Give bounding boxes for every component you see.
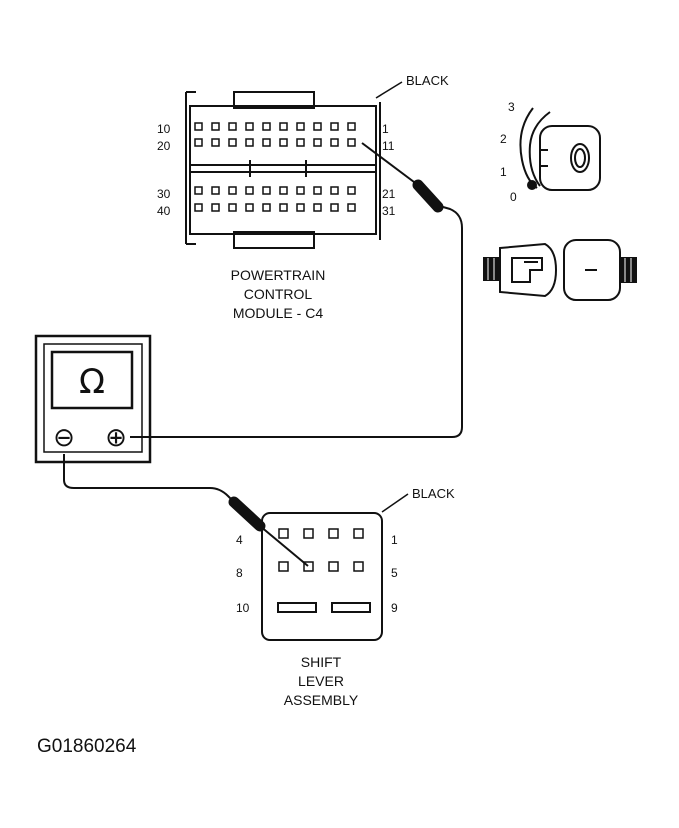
negative-test-lead-wire [63, 454, 237, 505]
ignition-pos-2: 2 [500, 132, 507, 146]
shift-lever-connector [261, 512, 383, 641]
pcm-pin-cavity [211, 186, 220, 195]
pcm-pin-cavity [279, 138, 288, 147]
disconnected-connector-icon [483, 239, 637, 301]
pcm-pin-cavity [313, 203, 322, 212]
shift-pin-label-5: 5 [391, 566, 398, 580]
pcm-pin-cavity [211, 138, 220, 147]
pcm-pin-cavity [228, 122, 237, 131]
shift-color-leader [381, 493, 409, 513]
pcm-pin-cavity [279, 203, 288, 212]
pcm-pin-cavity [211, 122, 220, 131]
shift-pin-cavity [278, 528, 289, 539]
ignition-pos-3: 3 [508, 100, 515, 114]
shift-pin-label-9: 9 [391, 601, 398, 615]
pcm-pin-cavity [313, 186, 322, 195]
pcm-pin-cavity [194, 186, 203, 195]
pcm-pin-cavity [330, 186, 339, 195]
pcm-pin-cavity [262, 138, 271, 147]
pcm-pin-label-31: 31 [382, 204, 396, 218]
pcm-pin-cavity [296, 186, 305, 195]
pcm-pin-cavity [245, 122, 254, 131]
shift-pin-cavity [353, 561, 364, 572]
pcm-pin-cavity [245, 138, 254, 147]
positive-test-lead-wire [130, 204, 463, 438]
pcm-pin-cavity [245, 186, 254, 195]
pcm-pin-cavity [262, 186, 271, 195]
shift-pin-cavity [303, 528, 314, 539]
pcm-pin-cavity [313, 122, 322, 131]
pcm-pin-cavity [347, 138, 356, 147]
pcm-pin-cavity [228, 138, 237, 147]
pcm-pin-cavity [330, 138, 339, 147]
shift-pin-cavity [278, 561, 289, 572]
pcm-pin-cavity [262, 203, 271, 212]
shift-pin-cavity [328, 561, 339, 572]
shift-pin-label-8: 8 [236, 566, 243, 580]
pcm-pin-cavity [211, 203, 220, 212]
pcm-pin-cavity [262, 122, 271, 131]
shift-color-label: BLACK [412, 486, 455, 501]
pcm-pin-cavity [194, 138, 203, 147]
pcm-pin-label-10: 10 [157, 122, 171, 136]
ignition-pos-1: 1 [500, 165, 507, 179]
positive-terminal[interactable]: ⊕ [105, 423, 127, 453]
pcm-pin-label-20: 20 [157, 139, 171, 153]
pcm-pin-label-40: 40 [157, 204, 171, 218]
pcm-pin-cavity [347, 203, 356, 212]
shift-title-line-2: LEVER [298, 673, 344, 689]
pcm-pin-cavity [330, 122, 339, 131]
ignition-pos-0: 0 [510, 190, 517, 204]
pcm-pin-label-1: 1 [382, 122, 389, 136]
pcm-pin-cavity [194, 122, 203, 131]
pcm-pin-cavity [228, 186, 237, 195]
pcm-pin-cavity [228, 203, 237, 212]
pcm-pin-label-21: 21 [382, 187, 396, 201]
pcm-pin-cavity [330, 203, 339, 212]
pcm-pin-cavity [279, 186, 288, 195]
shift-pin-cavity [328, 528, 339, 539]
shift-pin-cavity [303, 561, 314, 572]
pcm-color-leader [375, 81, 403, 99]
pcm-pin-cavity [296, 122, 305, 131]
shift-pin-label-10: 10 [236, 601, 250, 615]
negative-terminal[interactable]: ⊖ [53, 423, 75, 453]
ohm-symbol: Ω [79, 362, 105, 402]
pcm-title-line-3: MODULE - C4 [233, 305, 323, 321]
shift-pin-label-4: 4 [236, 533, 243, 547]
shift-pin-cavities [278, 528, 364, 572]
shift-title-line-3: ASSEMBLY [284, 692, 359, 708]
pcm-pin-label-30: 30 [157, 187, 171, 201]
pcm-pin-cavity [245, 203, 254, 212]
ignition-key-icon [519, 107, 601, 191]
shift-pin-label-1: 1 [391, 533, 398, 547]
pcm-pin-cavity [296, 203, 305, 212]
ohmmeter [34, 334, 152, 464]
pcm-pin-cavity [296, 138, 305, 147]
figure-id: G01860264 [37, 736, 137, 757]
pcm-pin-label-11: 11 [382, 139, 395, 153]
pcm-pin-cavity [347, 186, 356, 195]
pcm-pin-cavities [194, 122, 356, 212]
shift-title-line-1: SHIFT [301, 654, 342, 670]
pcm-color-label: BLACK [406, 73, 449, 88]
pcm-pin-cavity [347, 122, 356, 131]
pcm-pin-cavity [194, 203, 203, 212]
positive-probe [361, 142, 444, 213]
shift-pin-cavity [353, 528, 364, 539]
pcm-pin-cavity [313, 138, 322, 147]
pcm-connector [185, 91, 381, 249]
negative-probe [228, 496, 309, 567]
pcm-title-line-2: CONTROL [244, 286, 313, 302]
pcm-pin-cavity [279, 122, 288, 131]
pcm-title-line-1: POWERTRAIN [231, 267, 326, 283]
